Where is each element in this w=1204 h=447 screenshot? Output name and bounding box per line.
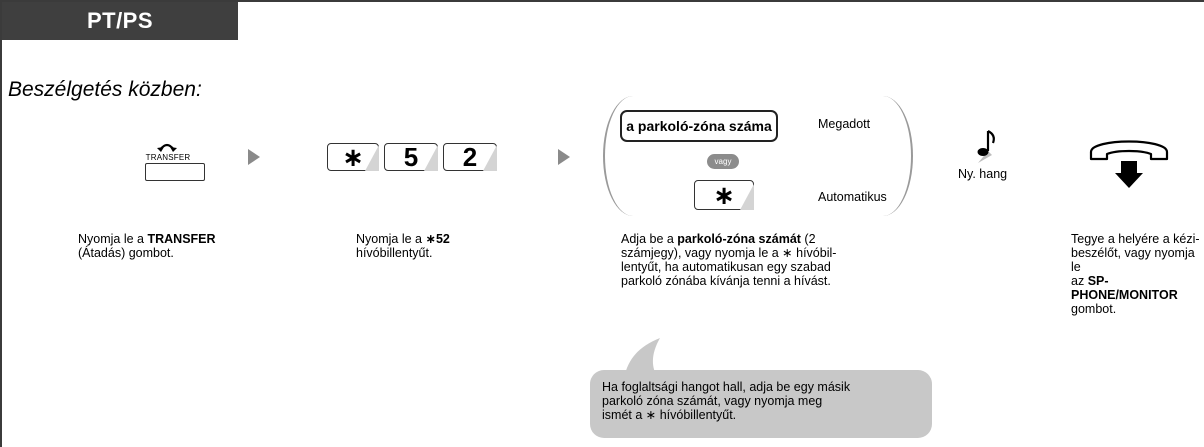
step2-description: Nyomja le a ∗52 hívóbillentyűt. bbox=[356, 232, 450, 260]
left-parenthesis bbox=[603, 96, 633, 216]
star-key[interactable]: ∗ bbox=[327, 142, 379, 172]
note-line: ismét a ∗ hívóbillentyűt. bbox=[602, 408, 737, 422]
automatic-label: Automatikus bbox=[818, 190, 887, 204]
right-parenthesis bbox=[883, 96, 913, 216]
specified-label: Megadott bbox=[818, 117, 871, 131]
device-type-tab: PT/PS bbox=[2, 2, 238, 40]
context-heading: Beszélgetés közben: bbox=[8, 78, 202, 101]
tab-label: PT/PS bbox=[86, 8, 154, 33]
transfer-icon bbox=[157, 143, 177, 152]
bubble-tail bbox=[624, 338, 660, 378]
parking-zone-number-key[interactable]: a parkoló-zóna száma bbox=[620, 110, 778, 142]
step1-description: Nyomja le a TRANSFER (Átadás) gombot. bbox=[78, 232, 216, 260]
digit-5-key[interactable]: 5 bbox=[384, 142, 438, 172]
transfer-button[interactable] bbox=[145, 163, 205, 181]
transfer-button-label: TRANSFER bbox=[145, 153, 191, 162]
or-badge: vagy bbox=[707, 154, 739, 169]
tone-label: Ny. hang bbox=[958, 167, 1008, 181]
digit-2-key[interactable]: 2 bbox=[443, 142, 497, 172]
step3-description: Adja be a parkoló-zóna számát (2 számjeg… bbox=[621, 232, 837, 288]
auto-star-key[interactable]: ∗ bbox=[694, 180, 754, 210]
note-line: Ha foglaltsági hangot hall, adja be egy … bbox=[602, 380, 851, 394]
play-arrow-icon bbox=[558, 149, 570, 165]
step5-description: Tegye a helyére a kézi- beszélőt, vagy n… bbox=[1071, 232, 1200, 316]
play-arrow-icon bbox=[248, 149, 260, 165]
note-line: parkoló zóna számát, vagy nyomja meg bbox=[602, 394, 823, 408]
note-bubble: Ha foglaltsági hangot hall, adja be egy … bbox=[590, 370, 932, 438]
music-note-icon bbox=[977, 130, 995, 163]
hang-up-handset-icon bbox=[1089, 140, 1169, 188]
